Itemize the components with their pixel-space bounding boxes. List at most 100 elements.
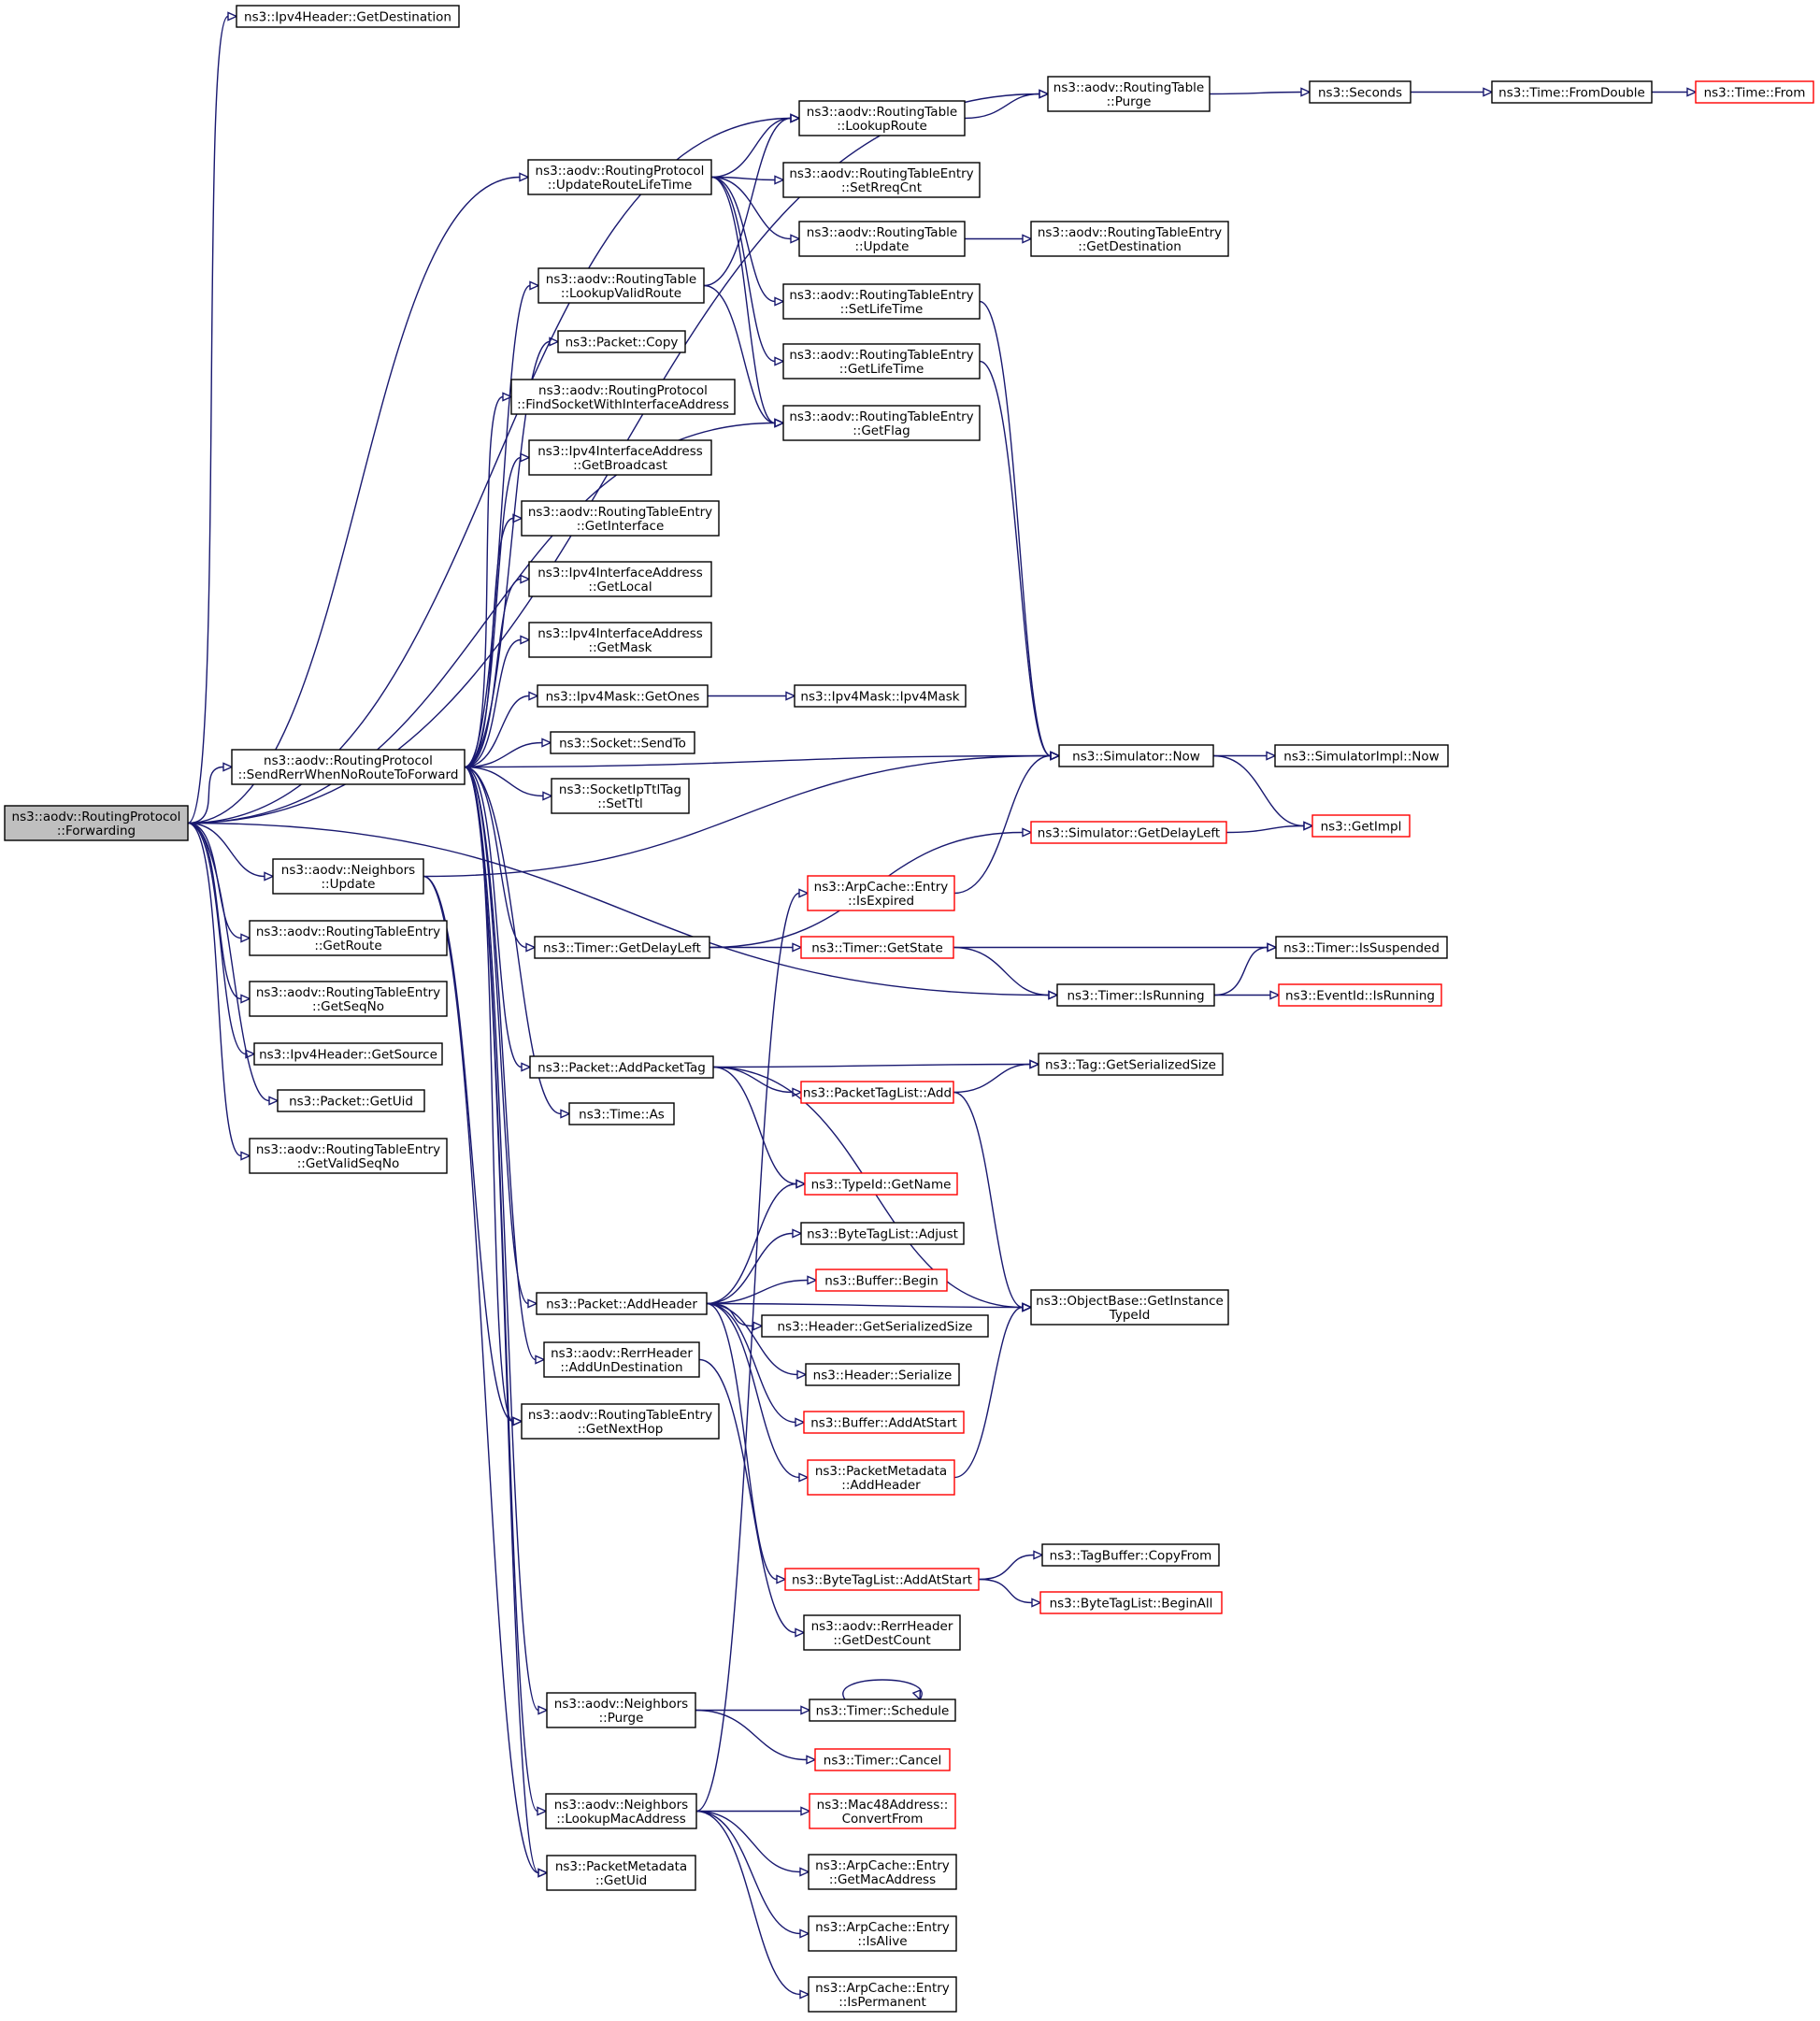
node-ns3-ipv4header-getdestination[interactable]: ns3::Ipv4Header::GetDestination (236, 5, 460, 28)
node-ns3-typeid-getname[interactable]: ns3::TypeId::GetName (804, 1172, 958, 1196)
node-ns3-aodv-routingtableentry-getinterface[interactable]: ns3::aodv::RoutingTableEntry::GetInterfa… (521, 500, 720, 537)
node-ns3-timer-cancel[interactable]: ns3::Timer::Cancel (814, 1748, 951, 1771)
node-ns3-aodv-routingtable-update[interactable]: ns3::aodv::RoutingTable::Update (798, 221, 966, 257)
node-ns3-socket-sendto[interactable]: ns3::Socket::SendTo (550, 731, 695, 754)
node-ns3-aodv-routingtableentry-getnexthop[interactable]: ns3::aodv::RoutingTableEntry::GetNextHop (521, 1403, 720, 1440)
node-ns3-aodv-neighbors-update[interactable]: ns3::aodv::Neighbors::Update (272, 858, 424, 895)
node-ns3-ipv4interfaceaddress-getmask[interactable]: ns3::Ipv4InterfaceAddress::GetMask (528, 622, 712, 658)
node-ns3-bytetaglist-addatstart[interactable]: ns3::ByteTagList::AddAtStart (784, 1568, 980, 1591)
node-ns3-arpcache-entry-isalive[interactable]: ns3::ArpCache::Entry::IsAlive (808, 1915, 957, 1952)
node-ns3-bytetaglist-beginall[interactable]: ns3::ByteTagList::BeginAll (1039, 1591, 1223, 1614)
node-ns3-ipv4mask-ipv4mask[interactable]: ns3::Ipv4Mask::Ipv4Mask (794, 684, 967, 708)
node-ns3-ipv4mask-getones[interactable]: ns3::Ipv4Mask::GetOnes (537, 684, 709, 708)
node-ns3-aodv-routingtableentry-setrreqcnt[interactable]: ns3::aodv::RoutingTableEntry::SetRreqCnt (782, 162, 981, 198)
node-ns3-buffer-addatstart[interactable]: ns3::Buffer::AddAtStart (803, 1411, 965, 1434)
call-edge-n49-n48 (706, 1275, 818, 1305)
node-ns3-aodv-rerrheader-getdestcount[interactable]: ns3::aodv::RerrHeader::GetDestCount (803, 1614, 961, 1651)
node-ns3-simulatorimpl-now[interactable]: ns3::SimulatorImpl::Now (1274, 744, 1449, 767)
call-edge-n24-n19 (464, 574, 531, 768)
node-ns3-buffer-begin[interactable]: ns3::Buffer::Begin (815, 1268, 948, 1292)
node-label-line: ns3::aodv::RoutingTableEntry (789, 288, 973, 303)
node-ns3-ipv4interfaceaddress-getlocal[interactable]: ns3::Ipv4InterfaceAddress::GetLocal (528, 561, 712, 597)
node-label-line: ns3::Timer::Schedule (816, 1704, 950, 1719)
node-label-line: ns3::Buffer::AddAtStart (810, 1416, 957, 1431)
node-ns3-ipv4interfaceaddress-getbroadcast[interactable]: ns3::Ipv4InterfaceAddress::GetBroadcast (528, 439, 712, 476)
call-edge-n31-n25 (953, 751, 1061, 895)
node-ns3-aodv-routingtableentry-getflag[interactable]: ns3::aodv::RoutingTableEntry::GetFlag (782, 405, 981, 441)
node-ns3-timer-getdelayleft[interactable]: ns3::Timer::GetDelayLeft (534, 936, 710, 959)
call-edge-n24-n27 (464, 766, 553, 801)
node-ns3-getimpl[interactable]: ns3::GetImpl (1311, 814, 1411, 838)
node-ns3-timer-schedule[interactable]: ns3::Timer::Schedule (809, 1698, 956, 1722)
node-ns3-mac48address-convertfrom[interactable]: ns3::Mac48Address::ConvertFrom (809, 1793, 956, 1829)
node-ns3-tagbuffer-copyfrom[interactable]: ns3::TagBuffer::CopyFrom (1041, 1543, 1220, 1567)
node-ns3-aodv-routingprotocol-updateroutelifetime[interactable]: ns3::aodv::RoutingProtocol::UpdateRouteL… (527, 159, 712, 195)
node-ns3-arpcache-entry-getmacaddress[interactable]: ns3::ArpCache::Entry::GetMacAddress (808, 1854, 957, 1890)
node-ns3-header-serialize[interactable]: ns3::Header::Serialize (805, 1363, 960, 1386)
node-label-line: ns3::aodv::Neighbors (554, 1697, 688, 1712)
call-edges (187, 11, 1698, 2000)
call-edge-n0-n30 (187, 822, 275, 882)
node-ns3-aodv-routingprotocol-findsocketwithinterfaceaddress[interactable]: ns3::aodv::RoutingProtocol::FindSocketWi… (510, 379, 736, 415)
node-ns3-timer-isrunning[interactable]: ns3::Timer::IsRunning (1056, 983, 1215, 1007)
node-ns3-packetmetadata-getuid[interactable]: ns3::PacketMetadata::GetUid (546, 1855, 696, 1891)
node-ns3-aodv-neighbors-lookupmacaddress[interactable]: ns3::aodv::Neighbors::LookupMacAddress (545, 1793, 697, 1829)
node-ns3-simulator-getdelayleft[interactable]: ns3::Simulator::GetDelayLeft (1030, 821, 1227, 844)
node-ns3-bytetaglist-adjust[interactable]: ns3::ByteTagList::Adjust (800, 1222, 965, 1245)
call-edge-n0-n24 (187, 762, 234, 824)
node-ns3-eventid-isrunning[interactable]: ns3::EventId::IsRunning (1278, 983, 1442, 1007)
node-ns3-aodv-routingprotocol-forwarding[interactable]: ns3::aodv::RoutingProtocol::Forwarding (4, 805, 189, 841)
node-ns3-seconds[interactable]: ns3::Seconds (1309, 80, 1412, 104)
node-label-line: ConvertFrom (842, 1812, 924, 1827)
node-ns3-header-getserializedsize[interactable]: ns3::Header::GetSerializedSize (761, 1314, 989, 1338)
node-ns3-timer-issuspended[interactable]: ns3::Timer::IsSuspended (1275, 936, 1448, 959)
call-edge-n0-n7 (187, 172, 530, 824)
node-ns3-timer-getstate[interactable]: ns3::Timer::GetState (800, 936, 954, 959)
node-ns3-packet-copy[interactable]: ns3::Packet::Copy (557, 330, 686, 353)
node-ns3-aodv-routingtable-lookuproute[interactable]: ns3::aodv::RoutingTable::LookupRoute (798, 100, 966, 136)
node-label-line: ns3::ArpCache::Entry (814, 880, 949, 895)
node-ns3-aodv-routingtableentry-getroute[interactable]: ns3::aodv::RoutingTableEntry::GetRoute (249, 920, 448, 956)
node-label-line: ns3::PacketMetadata (815, 1464, 947, 1479)
node-ns3-time-as[interactable]: ns3::Time::As (568, 1102, 675, 1125)
node-ns3-arpcache-entry-ispermanent[interactable]: ns3::ArpCache::Entry::IsPermanent (808, 1976, 957, 2013)
node-ns3-aodv-routingtable-purge[interactable]: ns3::aodv::RoutingTable::Purge (1047, 76, 1211, 112)
node-label-line: ::SetRreqCnt (841, 180, 922, 195)
node-ns3-aodv-rerrheader-addundestination[interactable]: ns3::aodv::RerrHeader::AddUnDestination (543, 1341, 700, 1378)
node-ns3-packet-addheader[interactable]: ns3::Packet::AddHeader (536, 1292, 708, 1315)
call-edge-n9-n10 (965, 234, 1033, 244)
node-label-line: ns3::aodv::RoutingTableEntry (789, 409, 973, 424)
node-ns3-aodv-routingtable-lookupvalidroute[interactable]: ns3::aodv::RoutingTable::LookupValidRout… (537, 267, 705, 304)
node-ns3-packetmetadata-addheader[interactable]: ns3::PacketMetadata::AddHeader (807, 1459, 955, 1496)
node-label-line: ::GetValidSeqNo (297, 1156, 400, 1171)
call-edge-n12-n25 (979, 300, 1061, 761)
node-label-line: ns3::aodv::RoutingTableEntry (256, 1142, 440, 1157)
node-ns3-aodv-routingprotocol-sendrerrwhennoroutetoforward[interactable]: ns3::aodv::RoutingProtocol::SendRerrWhen… (231, 749, 466, 785)
call-edge-n61-n63 (695, 1709, 817, 1765)
node-ns3-aodv-neighbors-purge[interactable]: ns3::aodv::Neighbors::Purge (546, 1692, 696, 1728)
call-edge-n43-n50 (953, 1091, 1033, 1312)
node-ns3-socketipttltag-setttl[interactable]: ns3::SocketIpTtlTag::SetTtl (551, 778, 690, 814)
call-edge-n24-n16 (464, 392, 513, 768)
node-ns3-packet-addpackettag[interactable]: ns3::Packet::AddPacketTag (529, 1055, 714, 1079)
node-ns3-arpcache-entry-isexpired[interactable]: ns3::ArpCache::Entry::IsExpired (807, 875, 955, 911)
node-ns3-aodv-routingtableentry-setlifetime[interactable]: ns3::aodv::RoutingTableEntry::SetLifeTim… (782, 283, 981, 320)
node-ns3-tag-getserializedsize[interactable]: ns3::Tag::GetSerializedSize (1038, 1053, 1224, 1076)
node-ns3-simulator-now[interactable]: ns3::Simulator::Now (1058, 744, 1214, 767)
node-ns3-aodv-routingtableentry-getdestination[interactable]: ns3::aodv::RoutingTableEntry::GetDestina… (1030, 221, 1229, 257)
node-label-line: ::Purge (1107, 94, 1152, 109)
node-label-line: ::IsPermanent (838, 1995, 926, 2010)
node-ns3-time-fromdouble[interactable]: ns3::Time::FromDouble (1491, 80, 1653, 104)
node-ns3-time-from[interactable]: ns3::Time::From (1695, 80, 1814, 104)
node-ns3-packettaglist-add[interactable]: ns3::PacketTagList::Add (800, 1081, 954, 1104)
node-ns3-aodv-routingtableentry-getlifetime[interactable]: ns3::aodv::RoutingTableEntry::GetLifeTim… (782, 343, 981, 380)
node-label-line: ns3::Ipv4Header::GetSource (259, 1048, 437, 1063)
node-ns3-ipv4header-getsource[interactable]: ns3::Ipv4Header::GetSource (253, 1042, 443, 1066)
node-ns3-packet-getuid[interactable]: ns3::Packet::GetUid (277, 1089, 425, 1112)
call-edge-n24-n17 (464, 452, 531, 768)
node-ns3-aodv-routingtableentry-getvalidseqno[interactable]: ns3::aodv::RoutingTableEntry::GetValidSe… (249, 1138, 448, 1174)
node-ns3-aodv-routingtableentry-getseqno[interactable]: ns3::aodv::RoutingTableEntry::GetSeqNo (249, 981, 448, 1017)
node-label-line: ns3::PacketTagList::Add (803, 1086, 952, 1101)
call-edge-n11-n6 (703, 113, 801, 287)
